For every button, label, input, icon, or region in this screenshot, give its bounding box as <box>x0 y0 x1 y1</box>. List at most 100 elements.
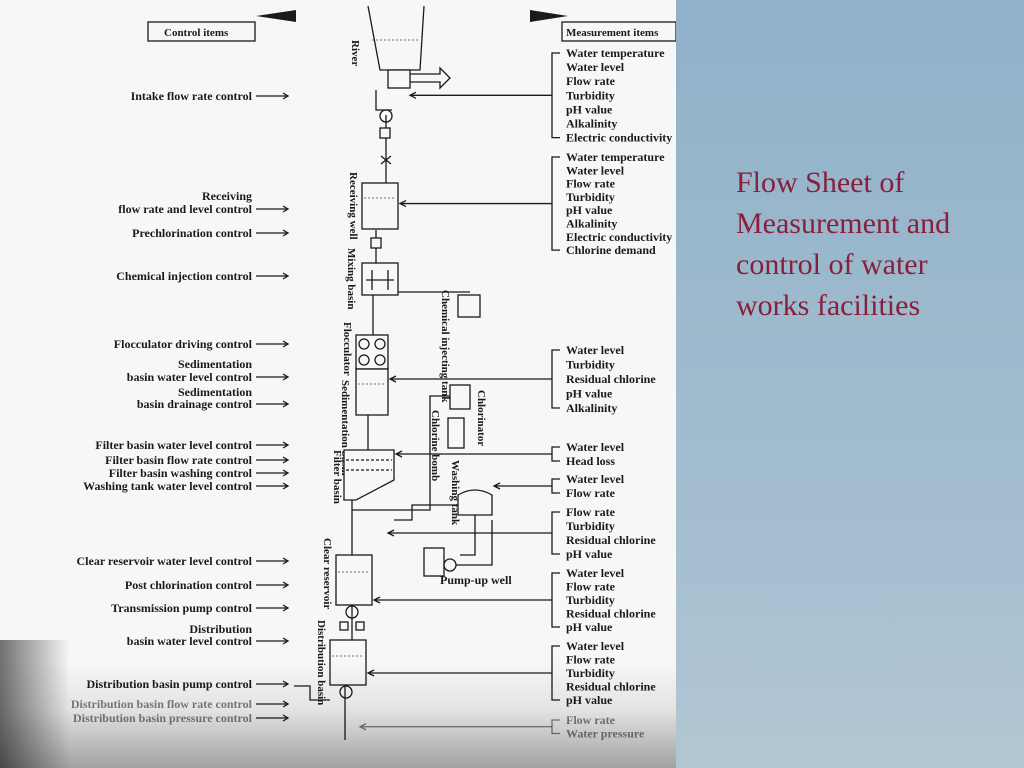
measurement-item: Flow rate <box>566 713 616 727</box>
measurement-item: Turbidity <box>566 88 615 102</box>
process-main-line <box>344 115 387 740</box>
control-item: flow rate and level control <box>118 202 252 216</box>
measurement-item: Residual chlorine <box>566 372 656 386</box>
measurement-item: Flow rate <box>566 177 616 191</box>
measurement-item: pH value <box>566 203 613 217</box>
measurement-bracket <box>551 349 560 409</box>
svg-text:Washing tank: Washing tank <box>449 460 461 526</box>
svg-text:Measurement items: Measurement items <box>566 27 659 39</box>
measurement-item: Chlorine demand <box>566 243 656 257</box>
control-item: basin water level control <box>127 634 253 648</box>
filter-basin: Filter basin <box>331 449 395 504</box>
control-item: Distribution basin pressure control <box>73 711 253 725</box>
measurement-item: Alkalinity <box>566 217 617 231</box>
control-arrow <box>256 456 290 464</box>
measurement-item: Residual chlorine <box>566 607 656 621</box>
control-arrow <box>256 92 290 100</box>
receiving-well: Receiving well <box>347 172 399 249</box>
control-item: Distribution <box>189 622 252 636</box>
clear-reservoir: Clear reservoir <box>321 538 373 631</box>
measurement-item: Turbidity <box>566 190 615 204</box>
control-arrow <box>256 373 290 381</box>
measurement-bracket <box>551 572 560 628</box>
measurement-item: Flow rate <box>566 74 616 88</box>
control-item: Chemical injection control <box>116 269 252 283</box>
control-arrow <box>256 482 290 490</box>
control-item: Distribution basin pump control <box>87 677 253 691</box>
control-item: basin water level control <box>127 370 253 384</box>
distribution-basin: Distribution basin <box>294 620 367 705</box>
control-arrow <box>256 680 290 688</box>
pump-up-well: Pump-up well <box>423 520 512 587</box>
measurement-item: pH value <box>566 620 613 634</box>
control-items-header: Control items <box>147 10 296 42</box>
svg-text:River: River <box>349 40 361 66</box>
control-item: Receiving <box>202 189 252 203</box>
svg-text:Filter basin: Filter basin <box>331 450 343 504</box>
control-arrow <box>256 400 290 408</box>
measurement-arrow <box>366 669 552 677</box>
measurement-items-header: Measurement items <box>530 10 676 42</box>
measurement-item: Electric conductivity <box>566 230 672 244</box>
measurement-item: Residual chlorine <box>566 680 656 694</box>
chlorinator: Chlorinator Chlorine bomb <box>352 384 487 511</box>
control-item: Filter basin flow rate control <box>105 453 253 467</box>
measurement-item: Water level <box>566 343 625 357</box>
svg-text:Clear reservoir: Clear reservoir <box>321 538 333 609</box>
svg-text:Mixing basin: Mixing basin <box>345 248 357 309</box>
measurement-item: Turbidity <box>566 666 615 680</box>
control-item: Clear reservoir water level control <box>77 554 253 568</box>
control-arrow <box>256 441 290 449</box>
svg-text:Flocculator: Flocculator <box>341 322 353 376</box>
measurement-arrow <box>388 375 552 383</box>
measurement-item: pH value <box>566 693 613 707</box>
measurement-bracket <box>551 511 560 555</box>
control-arrow <box>256 272 290 280</box>
control-arrow <box>256 557 290 565</box>
river-structure: River <box>349 5 451 165</box>
control-item: Transmission pump control <box>111 601 253 615</box>
measurement-item: Water temperature <box>566 46 665 60</box>
measurement-bracket <box>551 156 560 251</box>
measurement-item: Head loss <box>566 454 615 468</box>
scanned-diagram-area: Control items Measurement items <box>0 5 676 768</box>
measurement-item: Water level <box>566 472 625 486</box>
measurement-item: Turbidity <box>566 593 615 607</box>
measurement-item: Water level <box>566 60 625 74</box>
measurement-bracket <box>551 478 560 494</box>
control-item: basin drainage control <box>137 397 253 411</box>
measurement-item: Residual chlorine <box>566 533 656 547</box>
measurement-bracket <box>551 446 560 462</box>
control-item: Flocculator driving control <box>114 337 253 351</box>
control-item: Filter basin washing control <box>109 466 253 480</box>
control-item: Filter basin water level control <box>95 438 252 452</box>
measurement-item: Water level <box>566 566 625 580</box>
measurement-item: pH value <box>566 387 613 401</box>
control-arrow <box>256 340 290 348</box>
title-panel: Flow Sheet of Measurement and control of… <box>676 0 1024 768</box>
control-item: Sedimentation <box>178 385 252 399</box>
measurement-bracket <box>551 645 560 701</box>
control-arrow <box>256 229 290 237</box>
measurement-item: Water level <box>566 163 625 177</box>
control-item: Washing tank water level control <box>83 479 253 493</box>
measurement-item: Water level <box>566 639 625 653</box>
control-arrow <box>256 581 290 589</box>
measurement-item: Electric conductivity <box>566 131 672 145</box>
control-arrow <box>256 205 290 213</box>
measurement-arrow <box>398 199 552 208</box>
measurement-arrow <box>372 596 552 604</box>
svg-text:Receiving well: Receiving well <box>347 172 359 240</box>
control-arrow <box>256 469 290 477</box>
measurement-item: Water pressure <box>566 727 645 741</box>
measurement-bracket <box>551 52 560 139</box>
measurement-item: Water temperature <box>566 150 665 164</box>
measurement-bracket <box>551 719 560 735</box>
control-item: Prechlorination control <box>132 226 253 240</box>
svg-text:Control items: Control items <box>164 27 229 39</box>
svg-text:Pump-up well: Pump-up well <box>440 573 512 587</box>
svg-text:Chlorinator: Chlorinator <box>475 390 487 446</box>
measurement-arrow <box>386 529 552 537</box>
